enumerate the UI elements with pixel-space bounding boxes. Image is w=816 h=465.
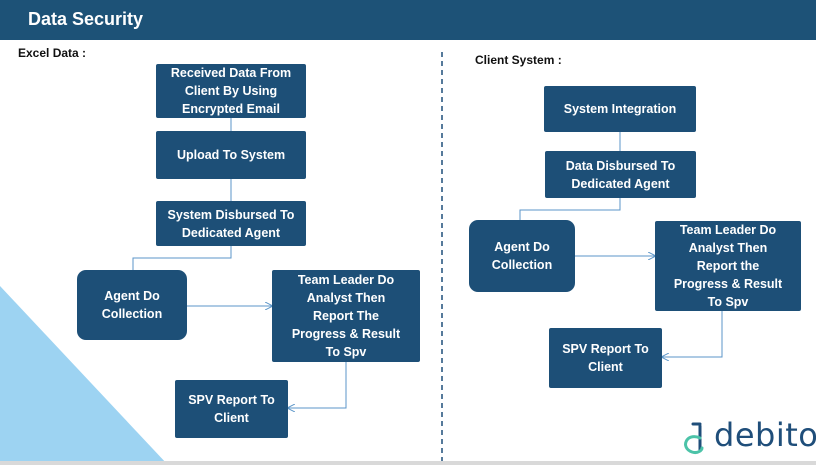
header-bar: Data Security (0, 0, 816, 40)
node-upload-system-label: Upload To System (176, 148, 286, 162)
node-spv-report-label: SPV Report To Client (188, 393, 275, 425)
page-title: Data Security (28, 9, 144, 29)
node-received-data: Received Data From Client By Using Encry… (156, 64, 306, 118)
footer-bar (0, 461, 816, 465)
logo-text: debito (714, 416, 816, 454)
node-agent-collection-right-label: Agent Do Collection (491, 240, 553, 272)
node-agent-collection-label: Agent Do Collection (101, 289, 163, 321)
debito-logo-icon (684, 422, 704, 454)
node-received-data-label: Received Data From Client By Using Encry… (170, 66, 292, 116)
connector-leader-spv (288, 362, 347, 408)
node-spv-report-right: SPV Report To Client (549, 328, 662, 388)
connector-leader-spv-right (662, 311, 723, 357)
debito-logo: debito (678, 416, 816, 458)
node-system-integration-label: System Integration (563, 102, 677, 116)
node-spv-report-right-label: SPV Report To Client (562, 342, 649, 374)
node-upload-system: Upload To System (156, 131, 306, 179)
node-team-leader-right: Team Leader Do Analyst Then Report the P… (655, 221, 801, 311)
node-team-leader: Team Leader Do Analyst Then Report The P… (272, 270, 420, 362)
node-system-disbursed-label: System Disbursed To Dedicated Agent (167, 207, 295, 240)
connector-disbursed-agent-right (519, 198, 621, 220)
node-data-disbursed: Data Disbursed To Dedicated Agent (545, 151, 696, 198)
node-agent-collection-right: Agent Do Collection (469, 220, 575, 292)
node-team-leader-right-label: Team Leader Do Analyst Then Report the P… (673, 223, 783, 309)
node-data-disbursed-label: Data Disbursed To Dedicated Agent (565, 158, 676, 191)
connector-disbursed-agent (132, 246, 232, 270)
node-system-integration: System Integration (544, 86, 696, 132)
right-section-label: Client System : (475, 53, 562, 67)
node-system-disbursed: System Disbursed To Dedicated Agent (156, 201, 306, 246)
node-agent-collection: Agent Do Collection (77, 270, 187, 340)
node-team-leader-label: Team Leader Do Analyst Then Report The P… (291, 273, 401, 359)
node-spv-report: SPV Report To Client (175, 380, 288, 438)
left-section-label: Excel Data : (18, 46, 87, 60)
